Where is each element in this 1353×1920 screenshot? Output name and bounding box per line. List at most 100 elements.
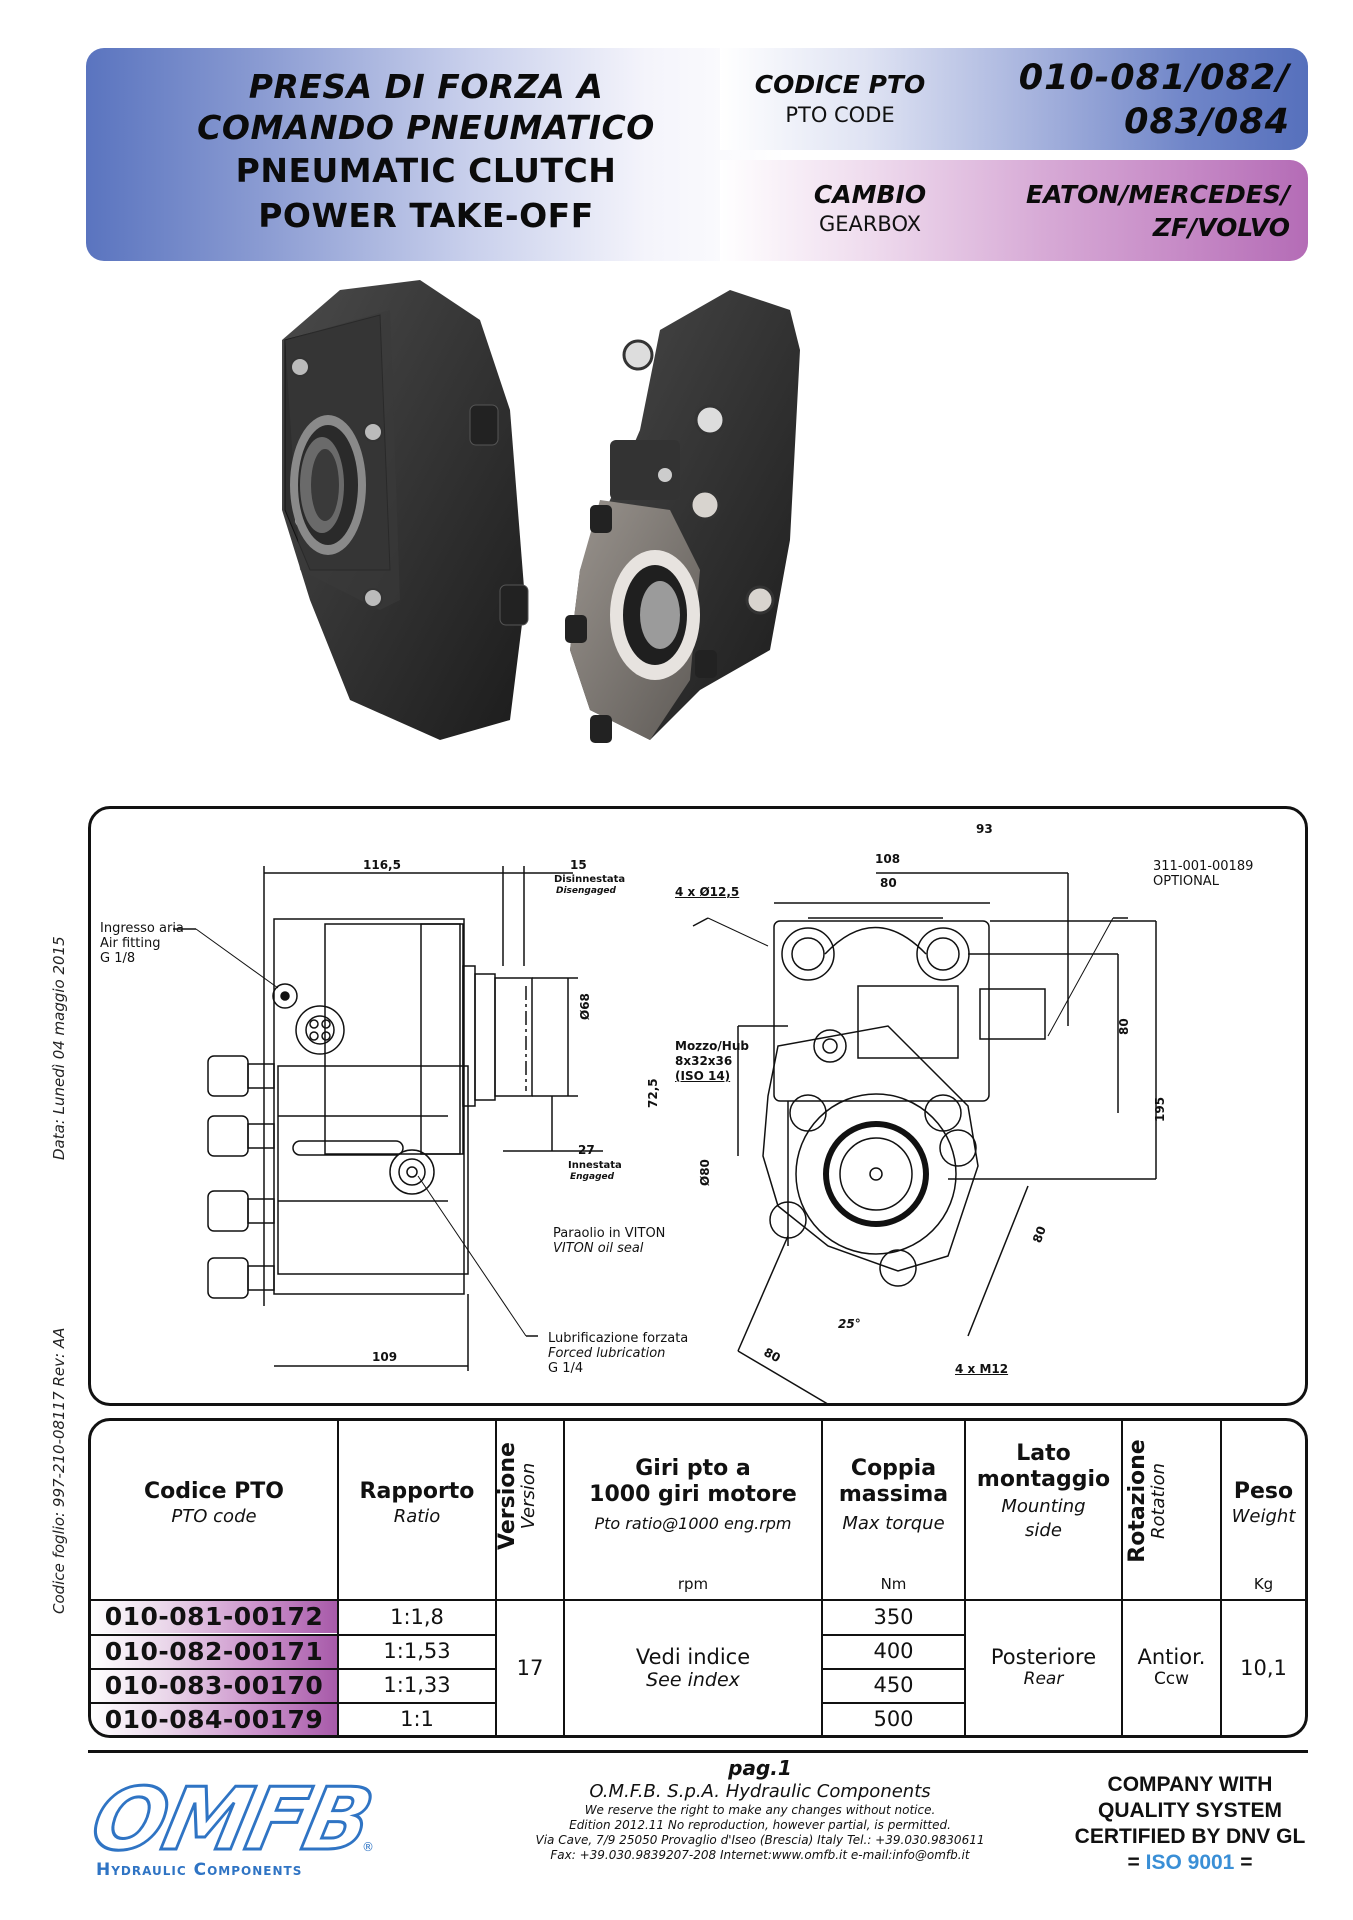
engaged-it: Innestata bbox=[568, 1160, 622, 1171]
header-pto-rpm-it-1: Giri pto a bbox=[635, 1456, 751, 1481]
optional-code: 311-001-00189 bbox=[1153, 859, 1254, 874]
table-row-ratio: 1:1,8 bbox=[390, 1605, 444, 1629]
header-rotation: Rotazione Rotation bbox=[1125, 1436, 1169, 1566]
cert-line-1: COMPANY WITH bbox=[1107, 1773, 1273, 1796]
header-rotation-en: Rotation bbox=[1148, 1462, 1169, 1540]
iso-line: = ISO 9001 = bbox=[1045, 1850, 1335, 1876]
rotation-value: Antior. Ccw bbox=[1123, 1645, 1220, 1689]
rpm-value: Vedi indice See index bbox=[565, 1645, 821, 1691]
header-ratio-en: Ratio bbox=[393, 1506, 441, 1527]
product-renders bbox=[282, 280, 800, 743]
certification: COMPANY WITH QUALITY SYSTEM CERTIFIED BY… bbox=[1045, 1772, 1335, 1876]
row-divider bbox=[821, 1702, 964, 1704]
dim-d80: Ø80 bbox=[698, 1159, 712, 1186]
header-version-it: Versione bbox=[495, 1442, 520, 1550]
header-torque: Coppia massima Max torque bbox=[823, 1456, 964, 1536]
row-divider bbox=[821, 1668, 964, 1670]
logo-letters: OMFB bbox=[82, 1769, 381, 1872]
version-value: 17 bbox=[516, 1656, 544, 1680]
iso-suffix: = bbox=[1240, 1851, 1253, 1874]
title-line-3: PNEUMATIC CLUTCH bbox=[235, 151, 617, 190]
cert-line-2: QUALITY SYSTEM bbox=[1098, 1799, 1282, 1822]
dim-d68: Ø68 bbox=[578, 993, 592, 1020]
mounting-value: Posteriore Rear bbox=[966, 1645, 1121, 1689]
iso-prefix: = bbox=[1127, 1851, 1140, 1874]
pto-code-sublabel: PTO CODE bbox=[785, 103, 895, 127]
table-row-ratio: 1:1,33 bbox=[383, 1673, 451, 1697]
col-sep bbox=[495, 1421, 497, 1735]
gearbox-value-line-2: ZF/VOLVO bbox=[1152, 213, 1290, 242]
cert-line-3: CERTIFIED BY DNV GL bbox=[1074, 1825, 1306, 1848]
mounting-value-it: Posteriore bbox=[990, 1645, 1097, 1669]
header-pto-rpm: Giri pto a 1000 giri motore Pto ratio@10… bbox=[565, 1456, 821, 1536]
footer-line-1: We reserve the right to make any changes… bbox=[584, 1803, 936, 1817]
col-sep bbox=[964, 1421, 966, 1735]
row-divider bbox=[821, 1634, 964, 1636]
gearbox-label: CAMBIO bbox=[813, 180, 927, 209]
pto-code-value-line-2: 083/084 bbox=[1124, 102, 1290, 142]
header-pto-code: Codice PTO PTO code bbox=[91, 1479, 337, 1529]
col-sep bbox=[821, 1421, 823, 1735]
page-number: pag.1 bbox=[728, 1756, 792, 1780]
footer-line-3: Via Cave, 7/9 25050 Provaglio d'Iseo (Br… bbox=[535, 1833, 985, 1847]
lubrication-label: Lubrificazione forzata Forced lubricatio… bbox=[548, 1331, 688, 1376]
footer-line-4: Fax: +39.030.9839207-208 Internet:www.om… bbox=[550, 1848, 970, 1862]
optional-label: 311-001-00189 OPTIONAL bbox=[1153, 859, 1253, 889]
lubrication-en: Forced lubrication bbox=[548, 1346, 666, 1361]
rpm-value-it: Vedi indice bbox=[635, 1645, 751, 1669]
dim-116-5: 116,5 bbox=[363, 858, 401, 872]
table-row-torque: 350 bbox=[873, 1605, 914, 1629]
front-view bbox=[692, 872, 1157, 1406]
header-weight-en: Weight bbox=[1231, 1506, 1296, 1527]
header-ratio-it: Rapporto bbox=[359, 1479, 475, 1504]
air-fitting-it: Ingresso aria bbox=[100, 921, 184, 936]
disengaged-it: Disinnestata bbox=[554, 874, 626, 885]
dim-108: 108 bbox=[875, 852, 901, 866]
table-row-torque: 400 bbox=[873, 1639, 914, 1663]
header-weight-it: Peso bbox=[1233, 1479, 1294, 1504]
weight-value: 10,1 bbox=[1240, 1656, 1287, 1680]
rotation-value-it: Antior. bbox=[1137, 1645, 1206, 1669]
technical-drawing-frame bbox=[88, 806, 1308, 1406]
header-version: Versione Version bbox=[495, 1436, 539, 1556]
table-row-code: 010-081-00172 bbox=[91, 1601, 337, 1633]
mounting-value-en: Rear bbox=[1023, 1669, 1064, 1689]
table-row-code: 010-082-00171 bbox=[91, 1636, 337, 1668]
footer-company-info: pag.1 O.M.F.B. S.p.A. Hydraulic Componen… bbox=[460, 1755, 1060, 1863]
pto-render-front bbox=[282, 280, 529, 740]
angle-25: 25° bbox=[838, 1317, 861, 1331]
rotation-value-en: Ccw bbox=[1153, 1669, 1190, 1689]
table-row-ratio: 1:1 bbox=[400, 1707, 434, 1731]
optional-text: OPTIONAL bbox=[1153, 874, 1219, 889]
table-row-torque: 450 bbox=[873, 1673, 914, 1697]
header-divider bbox=[91, 1599, 1305, 1601]
dim-72-5: 72,5 bbox=[646, 1078, 660, 1108]
dim-80-right: 80 bbox=[1117, 1018, 1131, 1035]
col-sep bbox=[337, 1421, 339, 1735]
hub-spec: 8x32x36 bbox=[675, 1054, 733, 1068]
header-torque-it-2: massima bbox=[838, 1482, 949, 1507]
lubrication-thread: G 1/4 bbox=[548, 1361, 584, 1376]
header-version-en: Version bbox=[518, 1462, 539, 1530]
pto-render-rear bbox=[565, 290, 800, 743]
unit-rpm: rpm bbox=[677, 1575, 709, 1593]
rpm-value-en: See index bbox=[646, 1669, 740, 1691]
header-mounting-it-1: Lato bbox=[1016, 1441, 1071, 1466]
pto-code-value: 010-081/082/ 083/084 bbox=[870, 56, 1290, 144]
header-rotation-it: Rotazione bbox=[1125, 1439, 1150, 1563]
table-row-ratio: 1:1,53 bbox=[383, 1639, 451, 1663]
air-fitting-thread: G 1/8 bbox=[100, 951, 136, 966]
header-pto-rpm-en: Pto ratio@1000 eng.rpm bbox=[594, 1514, 792, 1533]
dim-109: 109 bbox=[372, 1350, 398, 1364]
header-weight: Peso Weight bbox=[1222, 1479, 1305, 1529]
side-view bbox=[173, 866, 603, 1371]
pto-code-banner bbox=[720, 48, 1308, 150]
dim-195: 195 bbox=[1153, 1096, 1167, 1122]
header-torque-en: Max torque bbox=[842, 1513, 945, 1534]
holes-label: 4 x Ø12,5 bbox=[675, 885, 740, 899]
header-torque-it-1: Coppia bbox=[850, 1456, 937, 1481]
logo-registered: ® bbox=[362, 1840, 374, 1854]
air-fitting-label: Ingresso aria Air fitting G 1/8 bbox=[100, 921, 184, 966]
engaged-en: Engaged bbox=[570, 1172, 615, 1182]
air-fitting-en: Air fitting bbox=[100, 936, 161, 951]
